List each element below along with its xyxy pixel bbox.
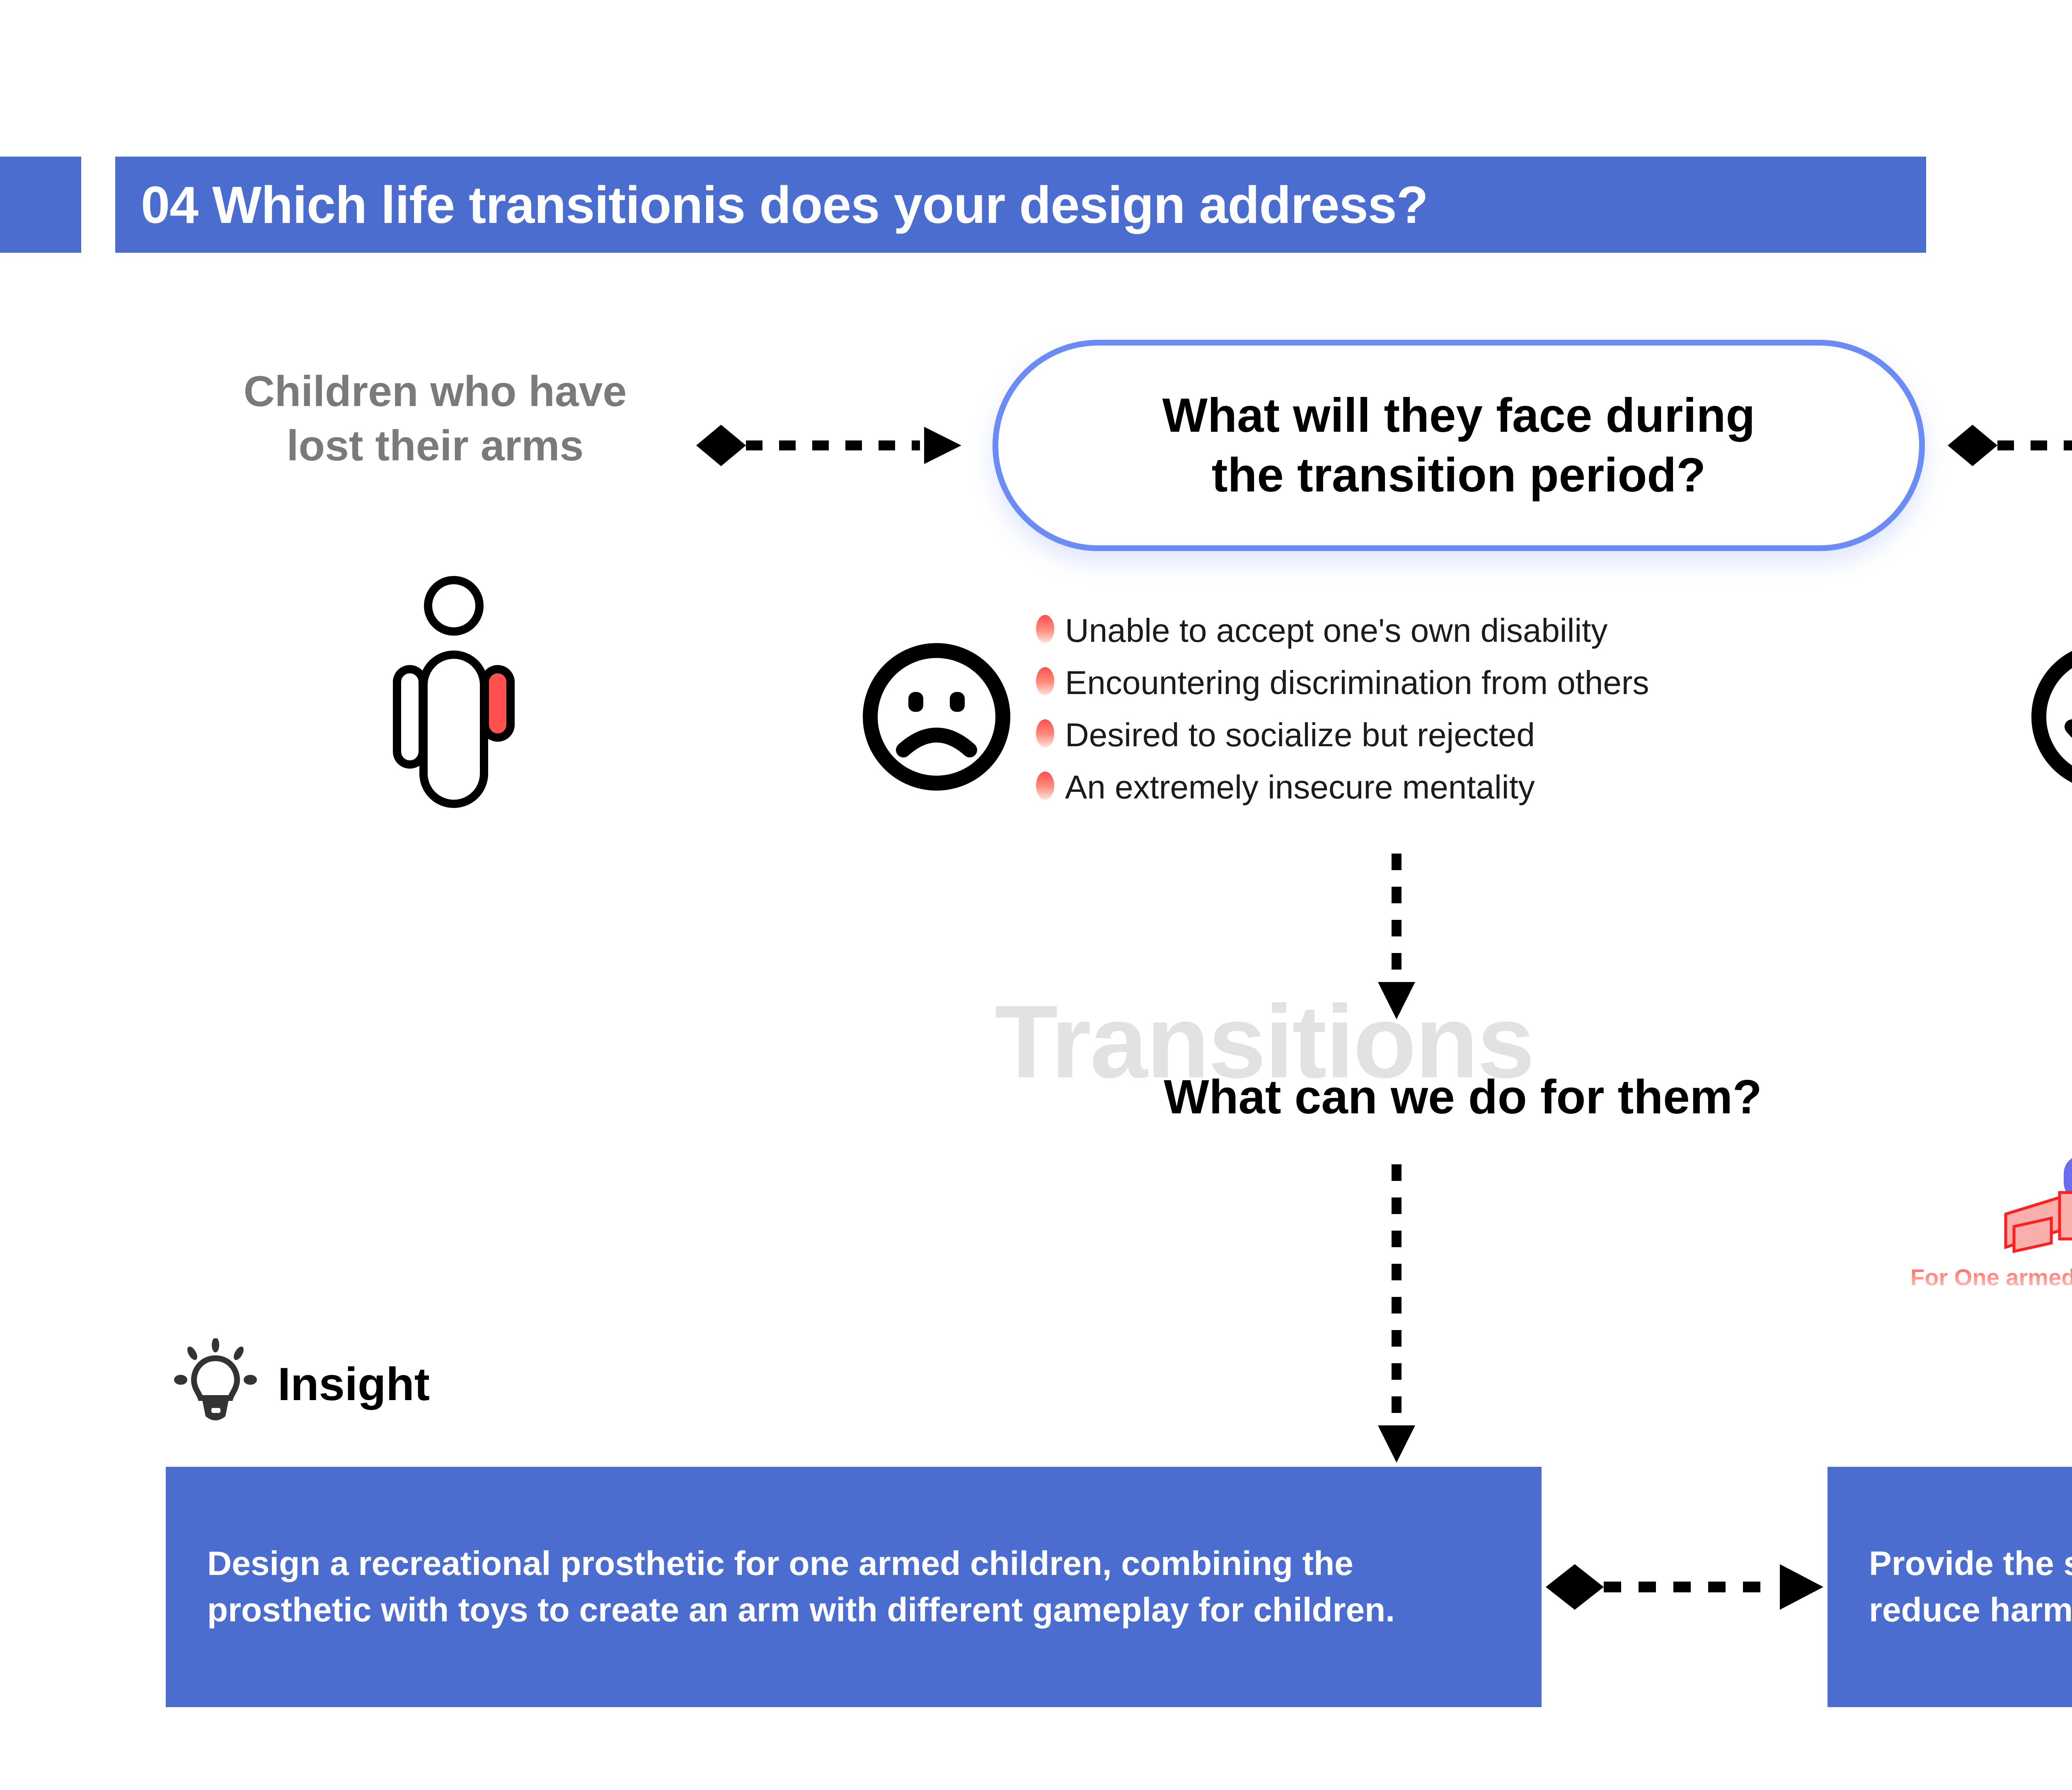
list-item-label: Desired to socialize but rejected bbox=[1065, 716, 1535, 753]
target-solution-text: Provide the same toy for different child… bbox=[1869, 1545, 2072, 1629]
connector-center-vertical-bottom bbox=[1378, 1164, 1415, 1463]
connector-right-horizontal bbox=[1948, 425, 2072, 466]
list-item: Desired to socialize but rejected bbox=[1036, 714, 1915, 757]
bullet-dot-icon bbox=[1036, 615, 1054, 643]
left-column-heading-line2: lost their arms bbox=[286, 422, 584, 470]
prosthetic-arms-diagram bbox=[2004, 1158, 2072, 1253]
target-solution-box: Provide the same toy for different child… bbox=[1828, 1467, 2072, 1707]
bullet-dot-icon bbox=[1036, 772, 1054, 800]
list-item-label: Encountering discrimination from others bbox=[1065, 664, 1649, 701]
insight-design-box: Design a recreational prosthetic for one… bbox=[166, 1467, 1542, 1707]
title-accent-square bbox=[0, 157, 81, 253]
center-question-text: What will they face during the transitio… bbox=[1162, 386, 1755, 505]
insight-design-text: Design a recreational prosthetic for one… bbox=[207, 1545, 1395, 1629]
transitions-watermark: Transitions bbox=[995, 984, 1535, 1099]
bullet-dot-icon bbox=[1036, 719, 1054, 747]
connector-left-horizontal bbox=[696, 425, 961, 466]
lightbulb-icon bbox=[174, 1338, 257, 1420]
person-with-amputated-arm-icon bbox=[393, 576, 515, 808]
one-armed-child-arm-illustration bbox=[2004, 1158, 2072, 1253]
transition-challenges-list: Unable to accept one's own disability En… bbox=[1036, 609, 1915, 818]
center-question-line2: the transition period? bbox=[1211, 448, 1706, 502]
page-title: 04 Which life transitionis does your des… bbox=[141, 175, 1428, 234]
insight-header: Insight bbox=[174, 1338, 430, 1430]
list-item: An extremely insecure mentality bbox=[1036, 766, 1915, 809]
center-question-pill: What will they face during the transitio… bbox=[992, 340, 1925, 551]
insight-label: Insight bbox=[278, 1358, 430, 1410]
list-item-label: Unable to accept one's own disability bbox=[1065, 612, 1608, 649]
list-item-label: An extremely insecure mentality bbox=[1065, 769, 1535, 806]
prosthetic-caption-left: For One armed child bbox=[1910, 1264, 2072, 1291]
page-title-bar: 04 Which life transitionis does your des… bbox=[115, 157, 1926, 253]
sad-face-icon bbox=[863, 643, 1010, 791]
prosthetic-comparison-illustration: For One armed child For healthy children bbox=[1890, 1061, 2072, 1309]
list-item: Unable to accept one's own disability bbox=[1036, 609, 1915, 652]
center-question-line1: What will they face during bbox=[1162, 388, 1755, 443]
connector-bottom-horizontal bbox=[1546, 1564, 1823, 1610]
left-column-heading-line1: Children who have bbox=[243, 368, 627, 416]
mid-question-text: What can we do for them? bbox=[1164, 1070, 1762, 1124]
bullet-dot-icon bbox=[1036, 667, 1054, 695]
left-column-heading: Children who have lost their arms bbox=[137, 365, 733, 473]
list-item: Encountering discrimination from others bbox=[1036, 661, 1915, 704]
happy-face-icon bbox=[2031, 651, 2072, 783]
